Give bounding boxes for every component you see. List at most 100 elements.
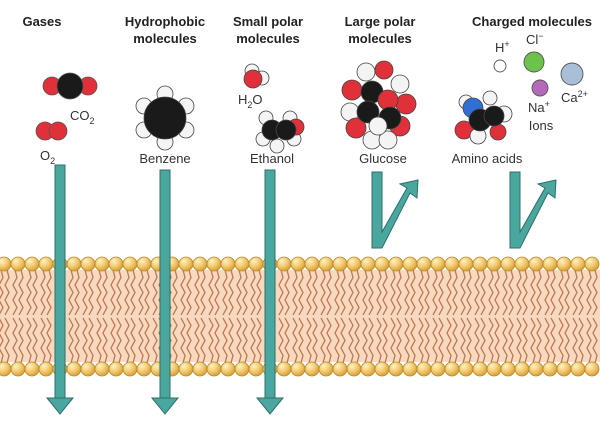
lipid-head [374,361,390,377]
lipid-tail [88,317,94,364]
lipid-tail [376,269,382,316]
lipid-head [528,256,544,272]
lipid-heads [0,256,600,377]
lipid-tail [452,269,458,316]
lipid-head [24,256,40,272]
lipid-tail [242,317,248,364]
lipid-tail [326,317,332,364]
lipid-tail [166,269,172,316]
lipid-tail [74,269,80,316]
lipid-head [542,361,558,377]
lipid-tail [334,317,340,364]
lipid-tail [222,317,228,364]
header-small-polar-line1: Small polar [233,14,303,29]
lipid-head [374,256,390,272]
lipid-head [94,256,110,272]
lipid-tail [474,317,480,364]
lipid-tail [124,269,130,316]
lipid-head [276,361,292,377]
lipid-tail [424,269,430,316]
lipid-tail [214,317,220,364]
lipid-head [472,361,488,377]
lipid-head [24,361,40,377]
lipid-tail [558,317,564,364]
lipid-tail [572,269,578,316]
lipid-head [402,256,418,272]
lipid-tail [494,317,500,364]
lipid-tail [432,269,438,316]
lipid-tail [558,269,564,316]
lipid-head [430,256,446,272]
lipid-head [276,256,292,272]
lipid-tail [250,269,256,316]
lipid-tail [320,269,326,316]
lipid-head [332,256,348,272]
lipid-head [66,361,82,377]
benzene-molecule [135,85,195,151]
lipid-head [192,361,208,377]
lipid-tail [348,269,354,316]
lipid-head [108,361,124,377]
lipid-tail [522,317,528,364]
lipid-tail [368,317,374,364]
lipid-head [458,361,474,377]
lipid-tail [40,317,46,364]
lipid-tail [152,317,158,364]
lipid-tail [200,269,206,316]
lipid-head [388,256,404,272]
lipid-tail [68,317,74,364]
lipid-tail [572,317,578,364]
lipid-tail [46,269,52,316]
na-ion [531,79,549,97]
lipid-tail [508,269,514,316]
lipid-tail [124,317,130,364]
lipid-tail [228,317,234,364]
lipid-tail [410,269,416,316]
header-hydrophobic-line1: Hydrophobic [125,14,205,29]
lipid-tail [228,269,234,316]
lipid-head [584,256,600,272]
lipid-head [304,256,320,272]
lipid-tail [102,269,108,316]
lipid-head [122,256,138,272]
lipid-tail [424,317,430,364]
lipid-tail [186,269,192,316]
lipid-tail [508,317,514,364]
lipid-head [80,361,96,377]
lipid-tail [250,317,256,364]
h-ion-label: H+ [495,39,510,55]
lipid-head [206,256,222,272]
lipid-tail [88,269,94,316]
benzene-label: Benzene [139,151,190,166]
lipid-tail [530,269,536,316]
lipid-tail [46,317,52,364]
lipid-tail [256,269,262,316]
cl-ion [523,51,545,73]
lipid-tail [404,317,410,364]
lipid-head [416,361,432,377]
lipid-tail [284,317,290,364]
lipid-tail [578,317,584,364]
lipid-head [108,256,124,272]
lipid-head [178,361,194,377]
lipid-head [346,256,362,272]
lipid-tail [586,269,592,316]
lipid-tail [502,317,508,364]
lipid-head [556,256,572,272]
lipid-head [248,361,264,377]
lipid-tail [404,269,410,316]
lipid-tail [438,317,444,364]
lipid-tail [130,317,136,364]
lipid-tail [488,317,494,364]
lipid-tail [362,317,368,364]
lipid-tail [530,317,536,364]
lipid-head [444,256,460,272]
lipid-tail [194,317,200,364]
lipid-head [556,361,572,377]
lipid-tail [236,317,242,364]
lipid-head [416,256,432,272]
lipid-tail [40,269,46,316]
lipid-head [248,256,264,272]
header-charged: Charged molecules [472,14,592,29]
lipid-tail [74,317,80,364]
